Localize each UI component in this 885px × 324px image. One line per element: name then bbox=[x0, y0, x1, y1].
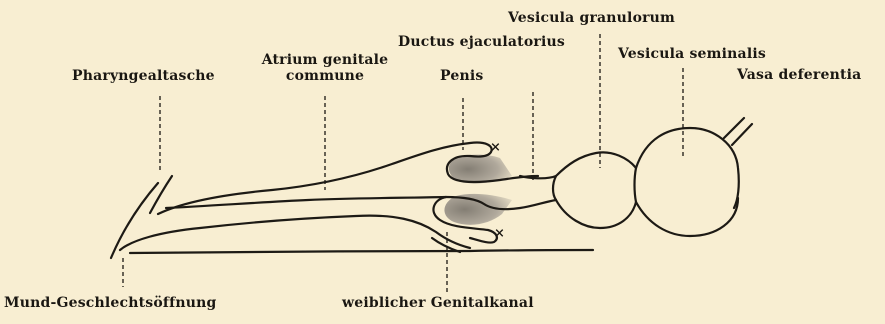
label-mund-geschlechtsoeffnung: Mund-Geschlechtsöffnung bbox=[4, 295, 217, 311]
label-vasa-deferentia: Vasa deferentia bbox=[737, 67, 861, 83]
ventral-wall bbox=[130, 250, 593, 253]
vesicula-outline-lower bbox=[556, 198, 738, 236]
vesicula-constriction-a bbox=[635, 168, 637, 202]
label-atrium-genitale: Atrium genitale commune bbox=[255, 52, 395, 84]
female-canal-stroke bbox=[432, 238, 460, 252]
atrium-lower-wall bbox=[120, 216, 470, 250]
label-ductus-ejaculatorius: Ductus ejaculatorius bbox=[398, 34, 565, 50]
label-vesicula-granulorum: Vesicula granulorum bbox=[508, 10, 675, 26]
label-vesicula-seminalis: Vesicula seminalis bbox=[618, 46, 766, 62]
vesicula-outline-upper bbox=[520, 128, 739, 208]
label-penis: Penis bbox=[440, 68, 483, 84]
label-pharyngealtasche: Pharyngealtasche bbox=[72, 68, 215, 84]
label-atrium-line2: commune bbox=[255, 68, 395, 84]
vesicula-constriction-b bbox=[553, 176, 556, 200]
upper-cross-mark: × bbox=[490, 140, 501, 156]
label-weiblicher-genitalkanal: weiblicher Genitalkanal bbox=[342, 295, 534, 311]
lower-cross-mark: × bbox=[494, 226, 505, 242]
label-atrium-line1: Atrium genitale bbox=[255, 52, 395, 68]
pharyngeal-wall-outer bbox=[111, 183, 158, 258]
